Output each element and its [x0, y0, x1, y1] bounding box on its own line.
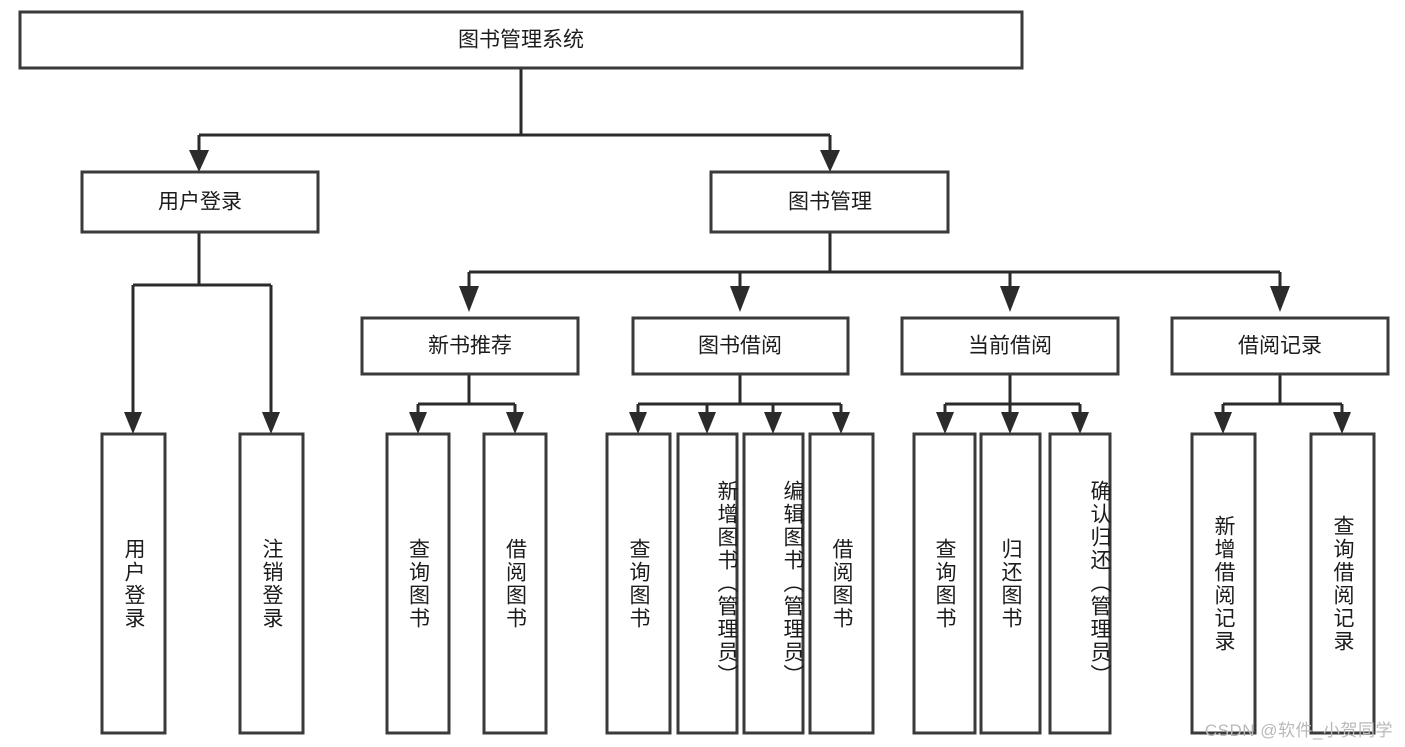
leaf-box-br-1[interactable]	[1190, 432, 1257, 735]
node-book-management[interactable]: 图书管理	[709, 170, 950, 234]
arrow-head-leaf-bb-1	[629, 412, 647, 434]
leaf-box-bb-2[interactable]	[676, 432, 739, 735]
leaf-box-br-2[interactable]	[1309, 432, 1376, 735]
arrow-head-leaf-cb-2	[1001, 412, 1019, 434]
node-book-management-label: 图书管理	[788, 191, 872, 214]
node-borrow-record-box[interactable]	[1170, 316, 1390, 376]
node-borrow-record-label: 借阅记录	[1238, 335, 1322, 358]
csdn-watermark: CSDN @软件_小贺同学	[1204, 721, 1393, 740]
arrow-head-new-book-recommend	[459, 286, 479, 312]
node-current-borrow-label: 当前借阅	[968, 335, 1052, 358]
arrow-head-leaf-bb-3	[764, 412, 782, 434]
connector-group-new-book-recommend	[409, 374, 524, 434]
node-borrow-record[interactable]: 借阅记录	[1170, 316, 1390, 376]
arrow-head-user-login	[189, 150, 209, 172]
node-new-book-recommend-box[interactable]	[360, 316, 580, 376]
node-root[interactable]: 图书管理系统	[18, 10, 1024, 70]
node-new-book-recommend-label: 新书推荐	[428, 335, 512, 358]
leaf-box-user-login-2[interactable]	[238, 432, 305, 735]
connector-group-user-login	[124, 232, 280, 434]
connector-group-book-mgmt	[459, 232, 1290, 312]
arrow-head-leaf-cb-1	[936, 412, 954, 434]
leaf-box-user-login-1[interactable]	[100, 432, 167, 735]
arrow-head-book-mgmt	[820, 150, 840, 172]
node-new-book-recommend[interactable]: 新书推荐	[360, 316, 580, 376]
leaf-box-cb-1[interactable]	[912, 432, 977, 735]
node-root-label: 图书管理系统	[458, 29, 584, 52]
leaf-box-nbr-2[interactable]	[482, 432, 548, 735]
node-book-borrow-box[interactable]	[631, 316, 850, 376]
arrow-head-leaf-cb-3	[1071, 412, 1089, 434]
connector-group-borrow-record	[1214, 374, 1351, 434]
connector-group-current-borrow	[936, 374, 1089, 434]
node-root-box[interactable]	[18, 10, 1024, 70]
node-book-management-box[interactable]	[709, 170, 950, 234]
leaf-box-bb-4[interactable]	[808, 432, 875, 735]
node-book-borrow-label: 图书借阅	[698, 335, 782, 358]
leaf-box-cb-3[interactable]	[1048, 432, 1112, 735]
leaf-box-bb-1[interactable]	[605, 432, 672, 735]
arrow-head-leaf-user-login-2	[262, 412, 280, 434]
arrow-head-leaf-bb-2	[698, 412, 716, 434]
arrow-head-leaf-bb-4	[832, 412, 850, 434]
node-user-login[interactable]: 用户登录	[80, 170, 320, 234]
arrow-head-leaf-user-login-1	[124, 412, 142, 434]
node-current-borrow-box[interactable]	[900, 316, 1120, 376]
arrow-head-book-borrow	[730, 286, 750, 312]
leaf-box-bb-3[interactable]	[742, 432, 805, 735]
node-user-login-label: 用户登录	[158, 191, 242, 214]
arrow-head-leaf-br-1	[1214, 412, 1232, 434]
connector-group-root	[189, 68, 840, 172]
leaf-box-cb-2[interactable]	[979, 432, 1042, 735]
arrow-head-current-borrow	[1000, 286, 1020, 312]
node-book-borrow[interactable]: 图书借阅	[631, 316, 850, 376]
node-user-login-box[interactable]	[80, 170, 320, 234]
arrow-head-leaf-nbr-1	[409, 412, 427, 434]
leaf-box-nbr-1[interactable]	[385, 432, 451, 735]
arrow-head-borrow-record	[1270, 286, 1290, 312]
connector-group-book-borrow	[629, 374, 850, 434]
arrow-head-leaf-br-2	[1333, 412, 1351, 434]
node-current-borrow[interactable]: 当前借阅	[900, 316, 1120, 376]
arrow-head-leaf-nbr-2	[506, 412, 524, 434]
